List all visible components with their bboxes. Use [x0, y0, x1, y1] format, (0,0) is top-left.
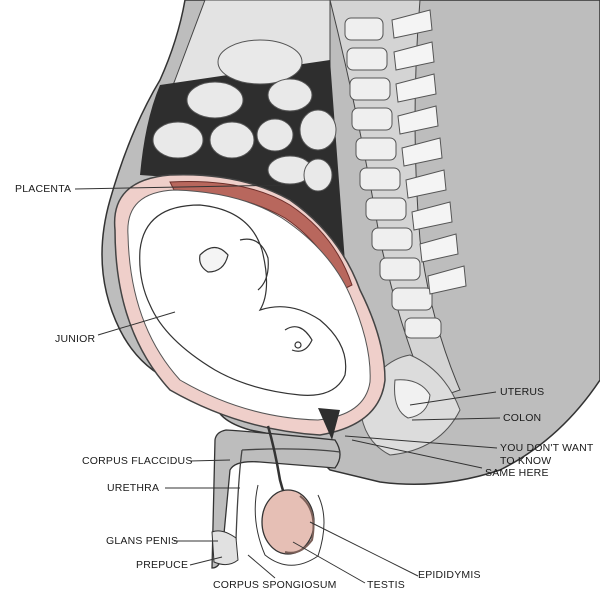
- leader-lines: [74, 184, 501, 584]
- label-glans-penis: GLANS PENIS: [106, 535, 179, 547]
- label-corpus-spongiosum: CORPUS SPONGIOSUM: [213, 579, 337, 591]
- label-corpus-flaccidus: CORPUS FLACCIDUS: [82, 455, 193, 467]
- label-you-dont-want: YOU DON'T WANT: [500, 442, 594, 454]
- spine: [329, 0, 467, 401]
- label-uterus: UTERUS: [500, 386, 545, 398]
- scrotum-shape: [254, 484, 325, 566]
- label-colon: COLON: [503, 412, 542, 424]
- label-epididymis: EPIDIDYMIS: [418, 569, 481, 581]
- corpus-flaccidus-shape: [211, 429, 341, 569]
- epididymis-shape: [284, 495, 315, 554]
- label-same-here: SAME HERE: [485, 467, 549, 479]
- label-prepuce: PREPUCE: [136, 559, 189, 571]
- testis-shape: [261, 489, 315, 555]
- cervix: [318, 408, 340, 440]
- colon-section: [394, 379, 431, 419]
- intestines: [152, 39, 337, 192]
- label-placenta: PLACENTA: [15, 183, 72, 195]
- genitalia: [211, 425, 341, 569]
- label-to-know: TO KNOW: [500, 455, 552, 467]
- glans-shape: [211, 530, 239, 566]
- label-urethra: URETHRA: [107, 482, 160, 494]
- label-junior: JUNIOR: [55, 333, 96, 345]
- fetus: [139, 204, 347, 396]
- label-testis: TESTIS: [367, 579, 405, 591]
